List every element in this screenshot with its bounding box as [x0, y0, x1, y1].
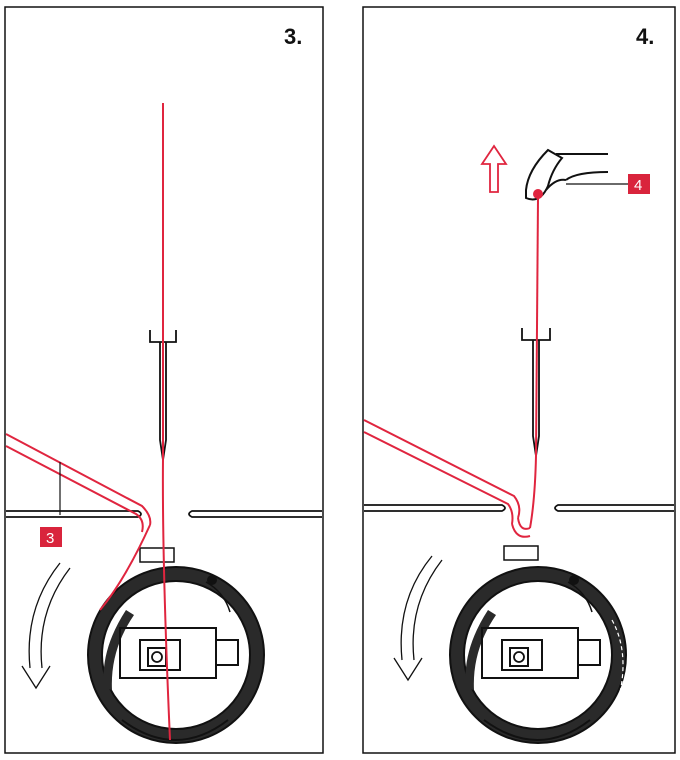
needle-plate — [364, 504, 674, 512]
panel-frame — [4, 6, 324, 754]
panel-step-3: 3. — [4, 6, 324, 754]
bobbin-case — [449, 545, 627, 744]
rotation-arrow — [21, 562, 71, 690]
callout-label: 3 — [46, 530, 54, 547]
callout-3: 3 — [40, 527, 62, 547]
panel-frame — [362, 6, 676, 754]
step-number: 4. — [636, 24, 654, 49]
rotation-arrow — [393, 555, 443, 682]
callout-label: 4 — [634, 177, 642, 194]
upper-thread — [363, 197, 539, 538]
bobbin-case — [87, 547, 265, 744]
step-number: 3. — [284, 24, 302, 49]
callout-4: 4 — [628, 174, 650, 194]
thread-hook-tool — [525, 148, 609, 201]
pull-up-arrow-icon — [480, 144, 508, 193]
upper-thread — [5, 103, 171, 741]
needle-plate — [6, 510, 322, 518]
panel-step-4: 4. — [362, 6, 676, 754]
